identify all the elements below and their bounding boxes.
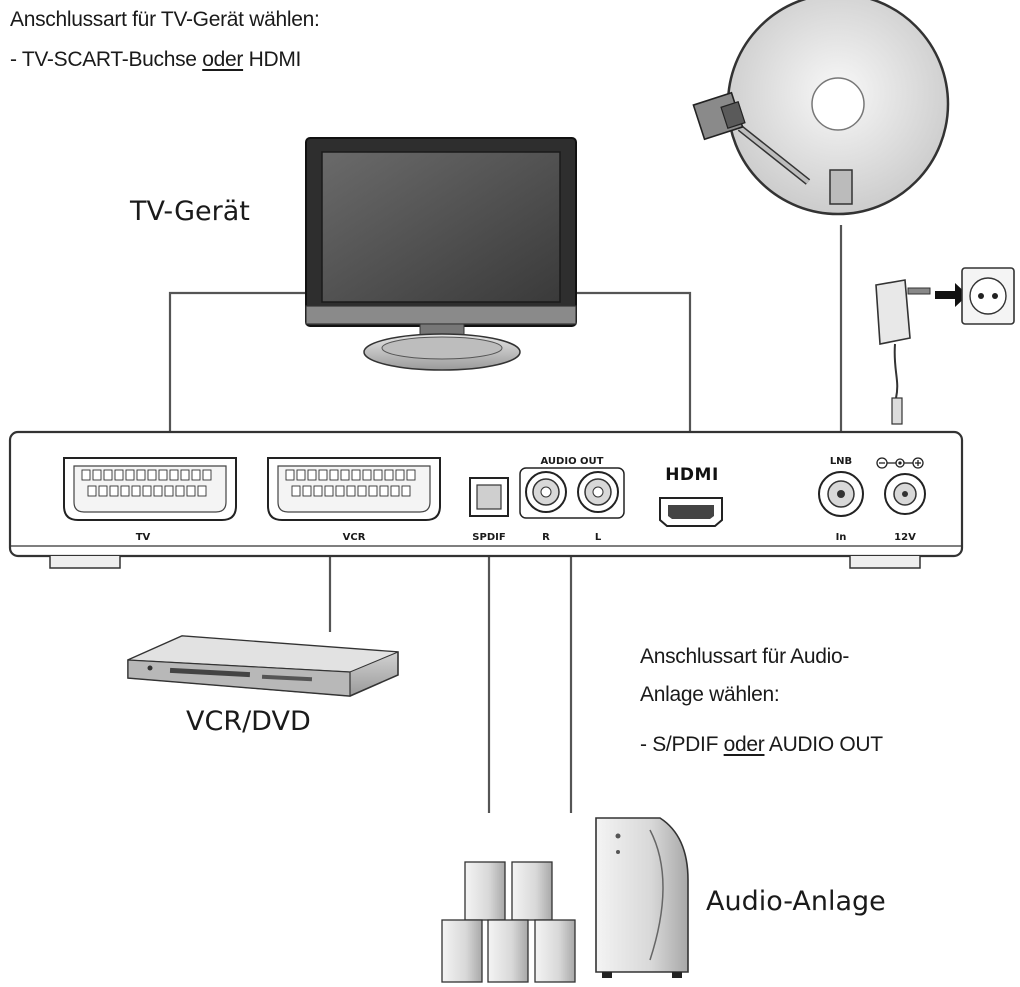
- tv-option-suffix: HDMI: [243, 48, 302, 71]
- audio-connection-title-line2: Anlage wählen:: [640, 683, 780, 706]
- audio-connection-options: - S/PDIF oder AUDIO OUT: [640, 733, 883, 757]
- spdif-optical-port: [469, 477, 509, 517]
- tv-option-oder: oder: [202, 48, 244, 71]
- speaker-icon: [464, 861, 506, 921]
- hdmi-port: [659, 497, 723, 527]
- audio-out-port-group: [519, 467, 625, 519]
- port-label-lnb-in: In: [836, 532, 847, 543]
- audio-system-label: Audio-Anlage: [706, 886, 886, 917]
- scart-tv-port: [63, 457, 237, 521]
- speaker-icon: [487, 919, 529, 983]
- subwoofer-icon: [595, 817, 689, 978]
- audio-option-suffix: AUDIO OUT: [764, 733, 883, 756]
- speaker-icon: [534, 919, 576, 983]
- speaker-icon: [441, 919, 483, 983]
- vcr-dvd-player-icon: [127, 635, 399, 697]
- port-label-r: R: [542, 532, 550, 543]
- audio-connection-title-line1: Anschlussart für Audio-: [640, 645, 850, 668]
- tv-connection-title: Anschlussart für TV-Gerät wählen:: [10, 8, 320, 31]
- tv-device-icon: [305, 137, 577, 371]
- port-label-spdif: SPDIF: [472, 532, 505, 543]
- power-12v-port: [876, 457, 926, 515]
- lnb-in-port: [818, 471, 864, 517]
- port-label-tv: TV: [136, 532, 151, 543]
- port-label-lnb: LNB: [830, 456, 852, 467]
- port-label-audio-out: AUDIO OUT: [541, 456, 604, 467]
- rca-l-port: [577, 471, 619, 513]
- tv-device-label: TV-Gerät: [130, 196, 250, 227]
- tv-scart-cable: [168, 291, 308, 487]
- audio-option-oder: oder: [723, 733, 765, 756]
- vcr-dvd-label: VCR/DVD: [186, 706, 311, 737]
- tv-option-prefix: - TV-SCART-Buchse: [10, 48, 203, 71]
- port-label-l: L: [595, 532, 602, 543]
- tv-connection-options: - TV-SCART-Buchse oder HDMI: [10, 48, 301, 72]
- wall-socket-icon: [961, 267, 1015, 325]
- hdmi-logo: HDMI: [665, 465, 719, 485]
- port-label-vcr: VCR: [343, 532, 366, 543]
- port-label-12v: 12V: [894, 532, 916, 543]
- scart-vcr-port: [267, 457, 441, 521]
- polarity-symbol-icon: [876, 457, 924, 469]
- rca-r-port: [525, 471, 567, 513]
- audio-option-prefix: - S/PDIF: [640, 733, 724, 756]
- speaker-icon: [511, 861, 553, 921]
- power-adapter-icon: [875, 279, 968, 425]
- satellite-dish-icon: [692, 0, 950, 216]
- speaker-set-icon: [441, 861, 576, 983]
